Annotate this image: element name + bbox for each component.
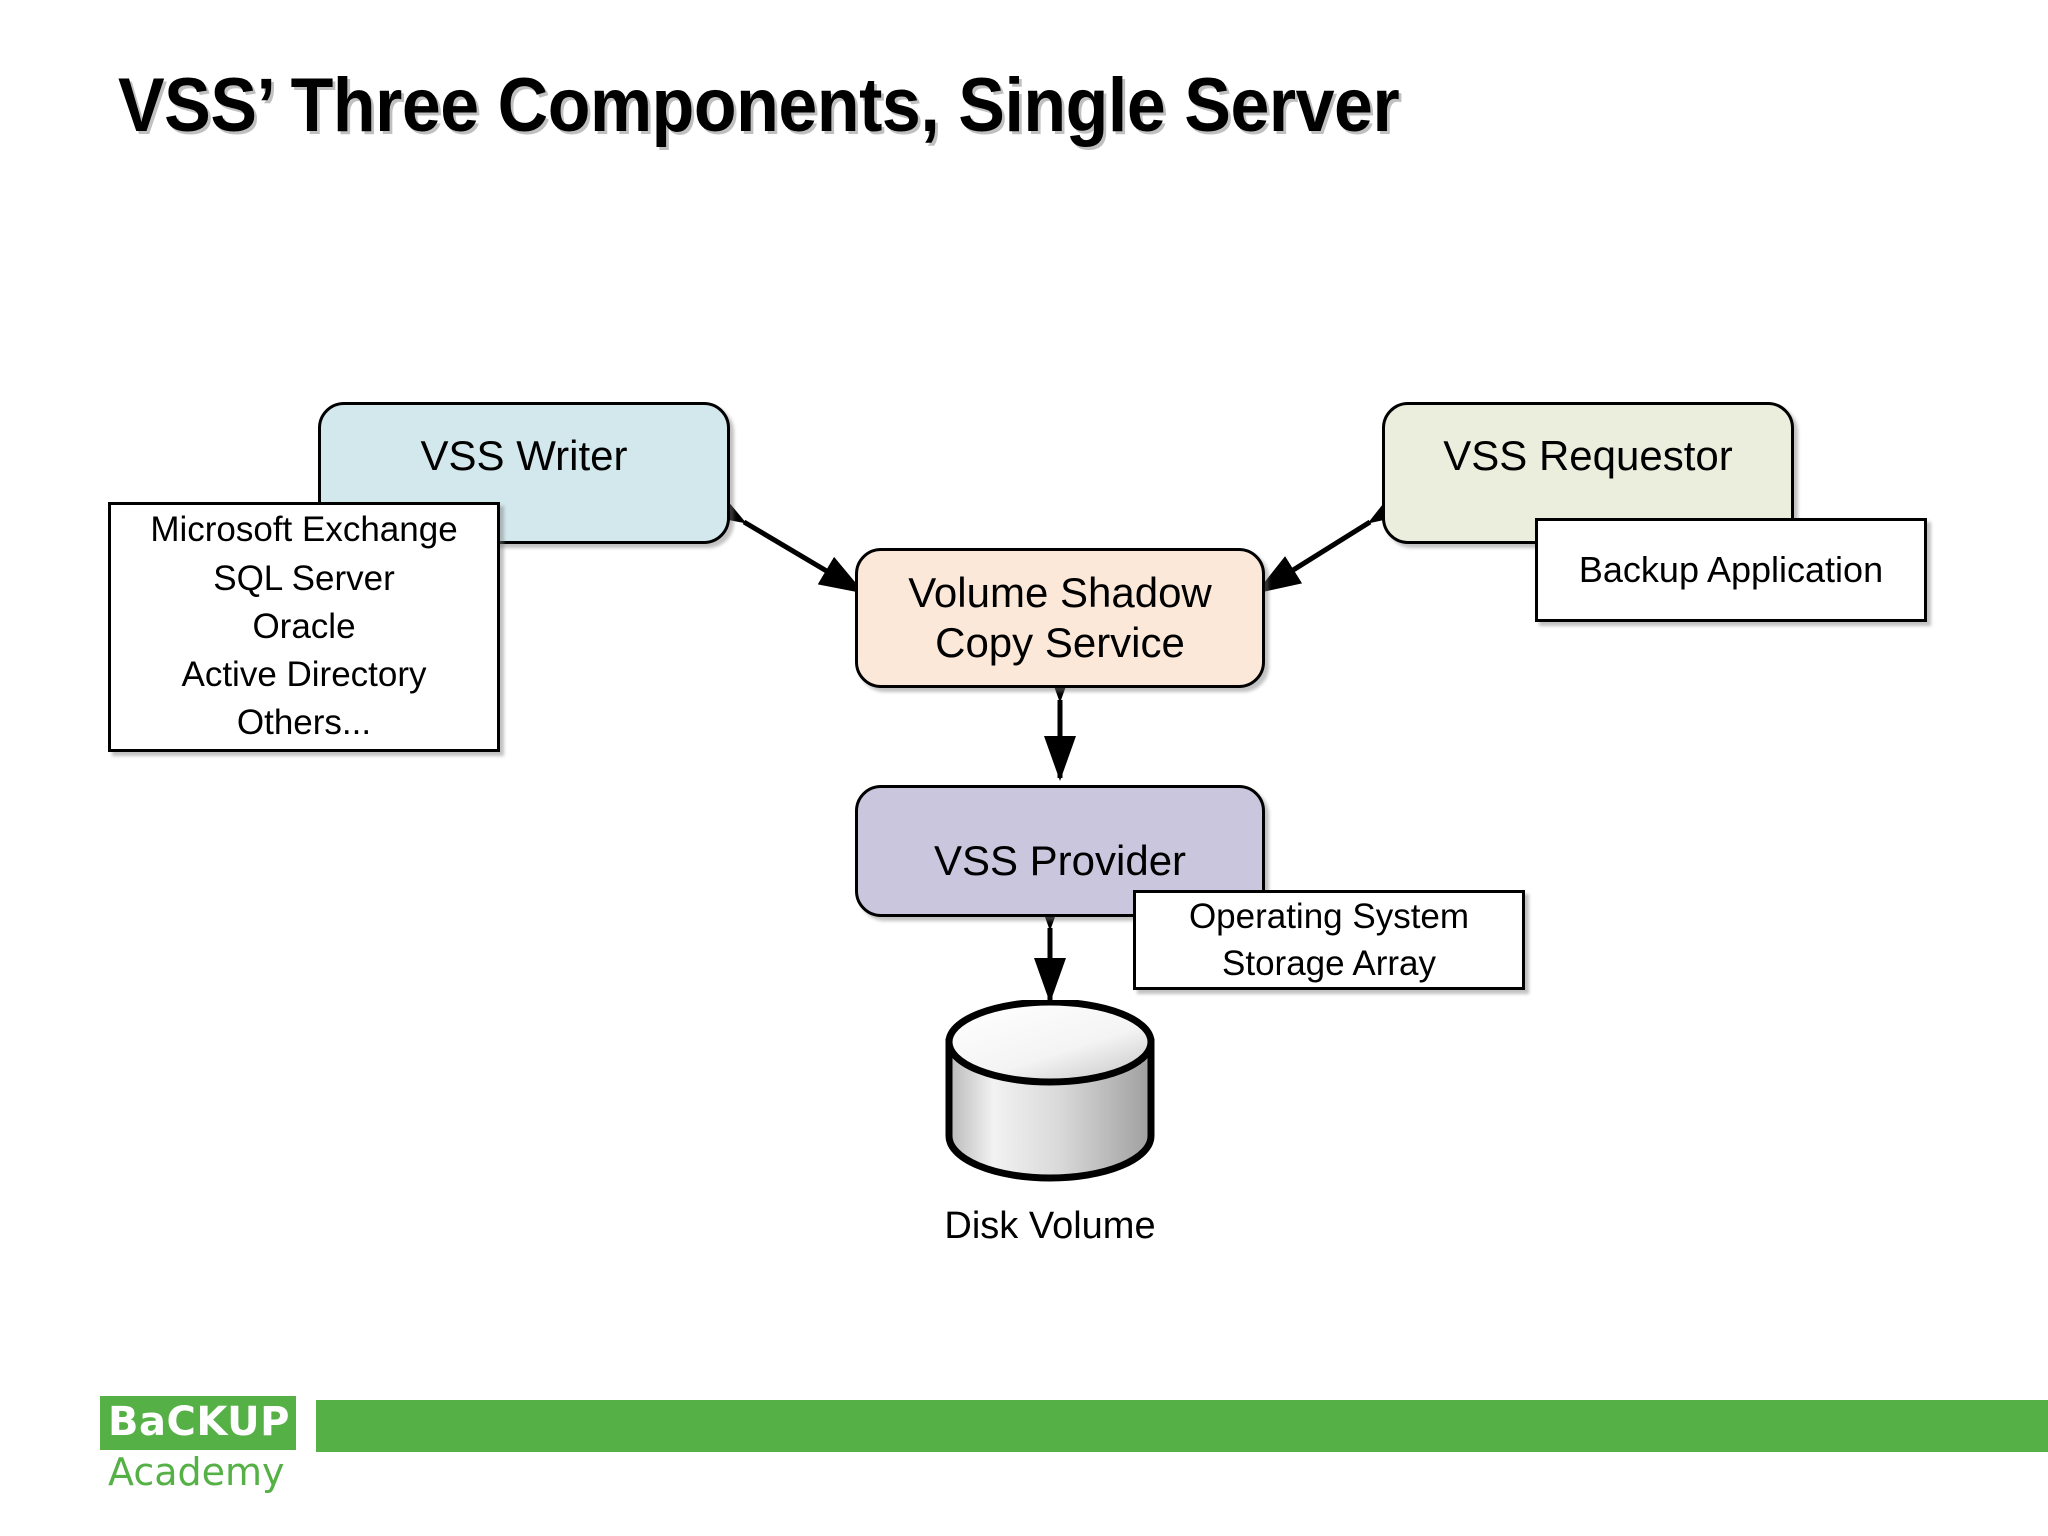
- list-item: Microsoft Exchange: [150, 510, 458, 550]
- annotation-provider-examples-text: Operating System Storage Array: [1189, 893, 1469, 988]
- annotation-writer-examples: Microsoft Exchange SQL Server Oracle Act…: [108, 502, 500, 752]
- list-item: SQL Server: [213, 558, 395, 598]
- node-volume-shadow-copy-service[interactable]: Volume Shadow Copy Service: [855, 548, 1265, 688]
- annotation-backup-application: Backup Application: [1535, 518, 1927, 622]
- list-item: Active Directory: [181, 655, 427, 695]
- node-vss-provider-label: VSS Provider: [933, 837, 1187, 884]
- annotation-provider-examples: Operating System Storage Array: [1133, 890, 1525, 990]
- node-vss-label-line2: Copy Service: [935, 619, 1185, 666]
- connector-requestor-vss: [1255, 486, 1415, 595]
- backup-academy-logo: BaCKUP Academy: [100, 1396, 300, 1500]
- disk-volume-icon: [945, 1000, 1155, 1182]
- logo-wordmark-bottom: Academy: [108, 1450, 285, 1494]
- annotation-writer-examples-text: Microsoft Exchange SQL Server Oracle Act…: [150, 506, 457, 747]
- list-item: Others...: [236, 703, 372, 743]
- logo-wordmark-top: BaCKUP: [100, 1396, 296, 1450]
- connector-writer-vss: [699, 486, 865, 595]
- page-title: VSS’ Three Components, Single Server: [118, 63, 1400, 148]
- disk-volume-label: Disk Volume: [944, 1205, 1156, 1247]
- node-vss-requestor-label: VSS Requestor: [1443, 432, 1733, 479]
- list-item: Storage Array: [1222, 944, 1436, 983]
- list-item: Oracle: [252, 606, 356, 646]
- node-vss-label-line1: Volume Shadow: [908, 569, 1212, 617]
- node-vss-writer[interactable]: VSS Writer: [318, 402, 730, 544]
- list-item: Operating System: [1188, 896, 1470, 936]
- node-vss-writer-label: VSS Writer: [420, 432, 628, 479]
- node-vss-label: Volume Shadow Copy Service: [908, 568, 1212, 667]
- annotation-backup-application-text: Backup Application: [1578, 549, 1884, 591]
- footer-green-bar: [316, 1400, 2048, 1452]
